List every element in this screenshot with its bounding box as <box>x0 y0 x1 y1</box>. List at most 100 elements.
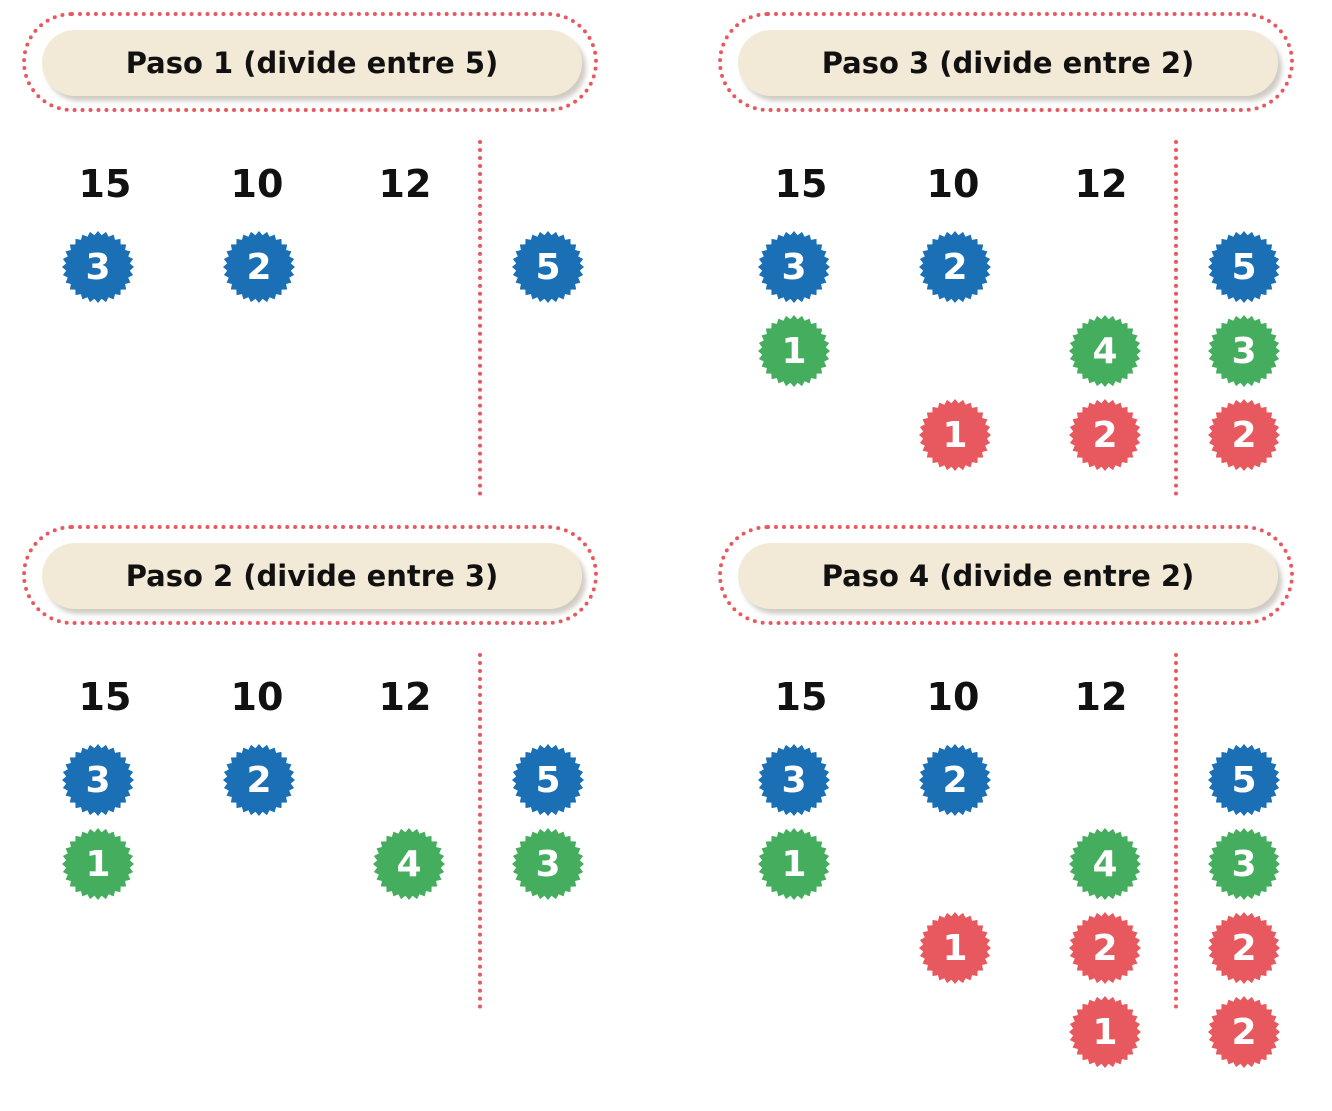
badge-fill <box>512 744 584 816</box>
divider-line <box>478 653 482 1009</box>
badge-shape <box>1208 912 1280 984</box>
badge-shape <box>1208 315 1280 387</box>
badge-value: 2 <box>1231 927 1257 969</box>
divisor-badge-green: 3 <box>1207 827 1281 901</box>
header-ring <box>718 525 1294 625</box>
number-2: 12 <box>1074 675 1128 719</box>
badge-shape <box>512 828 584 900</box>
number-1: 10 <box>230 675 284 719</box>
badge-value: 1 <box>781 843 807 885</box>
badge-fill <box>1069 315 1141 387</box>
quotient-badge-blue: 2 <box>222 230 296 304</box>
badge-fill <box>512 231 584 303</box>
badge-fill <box>1208 744 1280 816</box>
divisor-badge-red: 2 <box>1207 911 1281 985</box>
divider-line <box>478 140 482 496</box>
badge-shape <box>1208 828 1280 900</box>
quotient-badge-blue: 2 <box>918 230 992 304</box>
quotient-badge-green: 1 <box>757 314 831 388</box>
header-ring <box>22 525 598 625</box>
badge-value: 4 <box>1092 330 1118 372</box>
quotient-badge-green: 1 <box>757 827 831 901</box>
badge-shape <box>1208 399 1280 471</box>
number-1: 10 <box>230 162 284 206</box>
badge-value: 1 <box>781 330 807 372</box>
number-1: 10 <box>926 675 980 719</box>
badge-shape <box>1208 744 1280 816</box>
quotient-badge-blue: 2 <box>222 743 296 817</box>
divisor-badge-blue: 5 <box>511 743 585 817</box>
step-title: Paso 2 (divide entre 3) <box>42 543 582 609</box>
quotient-badge-green: 4 <box>372 827 446 901</box>
divider-line <box>1174 140 1178 496</box>
badge-shape <box>758 828 830 900</box>
badge-value: 5 <box>1231 246 1257 288</box>
badge-value: 5 <box>1231 759 1257 801</box>
badge-fill <box>1208 399 1280 471</box>
badge-fill <box>1069 996 1141 1068</box>
divisor-badge-red: 2 <box>1207 398 1281 472</box>
badge-fill <box>758 315 830 387</box>
badge-shape <box>758 231 830 303</box>
badge-shape <box>62 231 134 303</box>
badge-shape <box>1069 828 1141 900</box>
quotient-badge-green: 4 <box>1068 314 1142 388</box>
number-0: 15 <box>774 162 828 206</box>
quotient-badge-blue: 2 <box>918 743 992 817</box>
badge-shape <box>223 231 295 303</box>
quotient-badge-red: 1 <box>1068 995 1142 1069</box>
quotient-badge-green: 1 <box>61 827 135 901</box>
badge-value: 1 <box>942 927 968 969</box>
badge-fill <box>1069 912 1141 984</box>
quotient-badge-blue: 3 <box>61 230 135 304</box>
badge-shape <box>223 744 295 816</box>
step-title: Paso 4 (divide entre 2) <box>738 543 1278 609</box>
badge-fill <box>758 231 830 303</box>
header-ring <box>718 12 1294 112</box>
divisor-badge-blue: 5 <box>1207 230 1281 304</box>
badge-value: 5 <box>535 759 561 801</box>
badge-fill <box>919 912 991 984</box>
badge-value: 4 <box>1092 843 1118 885</box>
badge-shape <box>919 399 991 471</box>
number-2: 12 <box>378 162 432 206</box>
badge-fill <box>919 231 991 303</box>
divisor-badge-red: 2 <box>1207 995 1281 1069</box>
quotient-badge-red: 1 <box>918 911 992 985</box>
step-title: Paso 1 (divide entre 5) <box>42 30 582 96</box>
badge-shape <box>1069 996 1141 1068</box>
badge-value: 2 <box>246 246 272 288</box>
divider-line <box>1174 653 1178 1009</box>
badge-fill <box>1208 996 1280 1068</box>
badge-fill <box>1069 399 1141 471</box>
badge-fill <box>62 828 134 900</box>
header-ring <box>22 12 598 112</box>
badge-value: 3 <box>85 246 111 288</box>
badge-shape <box>919 912 991 984</box>
badge-shape <box>62 744 134 816</box>
badge-value: 1 <box>1092 1011 1118 1053</box>
number-2: 12 <box>1074 162 1128 206</box>
badge-fill <box>223 231 295 303</box>
quotient-badge-red: 2 <box>1068 911 1142 985</box>
badge-value: 5 <box>535 246 561 288</box>
divisor-badge-green: 3 <box>511 827 585 901</box>
badge-value: 2 <box>1092 927 1118 969</box>
badge-shape <box>919 231 991 303</box>
divisor-badge-blue: 5 <box>1207 743 1281 817</box>
badge-fill <box>223 744 295 816</box>
badge-value: 3 <box>781 759 807 801</box>
badge-fill <box>62 231 134 303</box>
divisor-badge-green: 3 <box>1207 314 1281 388</box>
quotient-badge-red: 2 <box>1068 398 1142 472</box>
badge-value: 2 <box>1092 414 1118 456</box>
badge-shape <box>1208 231 1280 303</box>
badge-fill <box>758 828 830 900</box>
badge-fill <box>1208 315 1280 387</box>
badge-fill <box>62 744 134 816</box>
step-title: Paso 3 (divide entre 2) <box>738 30 1278 96</box>
quotient-badge-blue: 3 <box>757 743 831 817</box>
